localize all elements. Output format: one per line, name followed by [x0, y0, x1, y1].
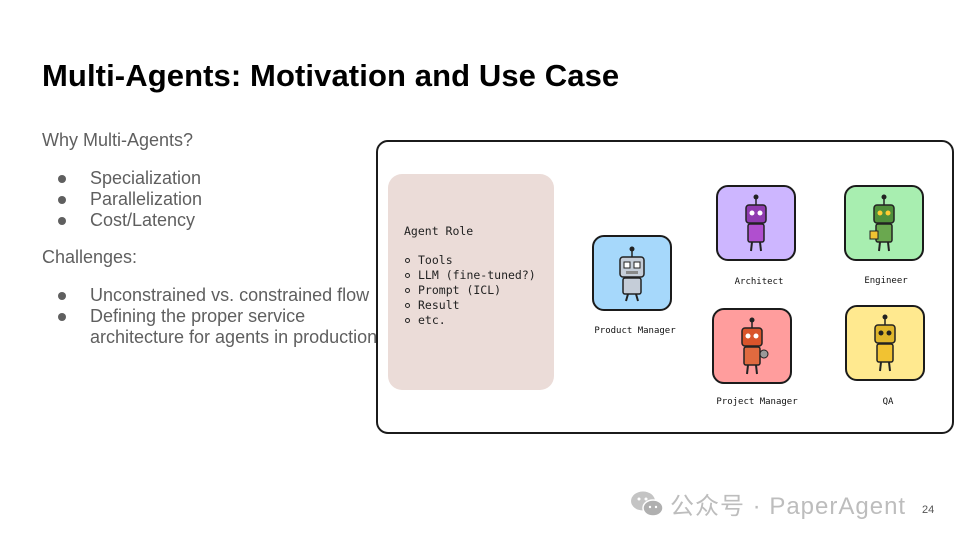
list-item: Result [404, 298, 536, 313]
list-item: LLM (fine-tuned?) [404, 268, 536, 283]
list-item-continuation: architecture for agents in production [90, 327, 378, 347]
agent-label: Architect [734, 277, 784, 287]
robot-icon [745, 194, 767, 252]
product-manager-card [592, 235, 672, 311]
agent-label: QA [882, 397, 894, 407]
multi-agent-figure: Agent Role Tools LLM (fine-tuned?) Promp… [376, 140, 954, 434]
robot-icon [741, 317, 769, 375]
why-multi-agents-label: Why Multi-Agents? [42, 130, 194, 150]
challenges-label: Challenges: [42, 247, 138, 267]
list-item: Tools [404, 253, 536, 268]
robot-icon [874, 314, 896, 372]
list-item: Defining the proper service [42, 306, 378, 327]
agent-role-title: Agent Role [404, 224, 474, 238]
wechat-icon [631, 491, 664, 517]
list-item: Specialization [42, 168, 378, 189]
project-manager-card [712, 308, 792, 384]
agent-role-list: Tools LLM (fine-tuned?) Prompt (ICL) Res… [404, 253, 536, 328]
list-item: Unconstrained vs. constrained flow [42, 285, 378, 306]
challenges-list: Unconstrained vs. constrained flow Defin… [42, 285, 378, 348]
list-item: Cost/Latency [42, 210, 378, 231]
list-item: etc. [404, 313, 536, 328]
why-list: Specialization Parallelization Cost/Late… [42, 168, 378, 231]
watermark-text: 公众号 · PaperAgent [670, 493, 907, 520]
page-number: 24 [922, 504, 935, 516]
left-text-column: Why Multi-Agents? Specialization Paralle… [42, 130, 378, 360]
watermark: 公众号 · PaperAgent [630, 486, 906, 521]
architect-card [716, 185, 796, 261]
qa-card [845, 305, 925, 381]
slide-title: Multi-Agents: Motivation and Use Case [42, 58, 620, 93]
list-item: Parallelization [42, 189, 378, 210]
agent-label: Product Manager [594, 326, 676, 336]
engineer-card [844, 185, 924, 261]
agent-role-card: Agent Role Tools LLM (fine-tuned?) Promp… [388, 174, 554, 390]
list-item: Prompt (ICL) [404, 283, 536, 298]
agent-label: Project Manager [716, 397, 798, 407]
robot-icon [869, 194, 895, 252]
robot-icon [619, 246, 645, 302]
agent-label: Engineer [864, 276, 908, 286]
